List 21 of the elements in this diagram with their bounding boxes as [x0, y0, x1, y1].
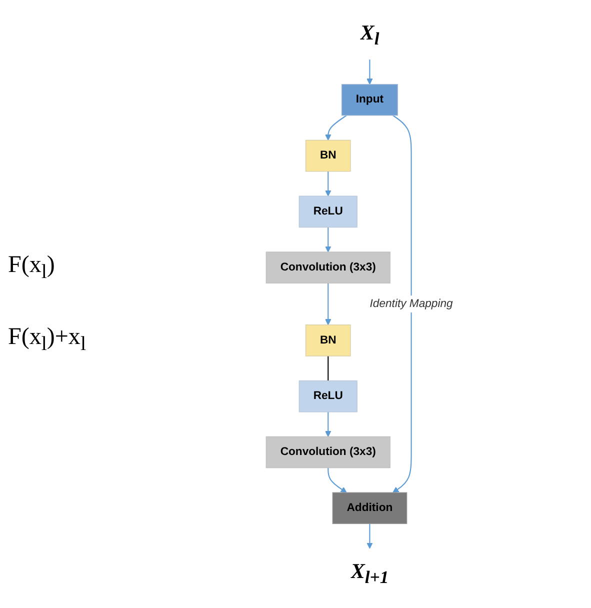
- arrow: [366, 524, 373, 549]
- arrow: [325, 227, 332, 252]
- node-box: ReLU: [298, 196, 358, 228]
- connector: [328, 356, 329, 381]
- node-box: BN: [305, 324, 351, 356]
- node-box: Addition: [332, 492, 408, 524]
- arrow: [325, 115, 347, 140]
- node-box: BN: [305, 140, 351, 172]
- arrow: [325, 412, 332, 437]
- node-box: ReLU: [298, 380, 358, 412]
- arrow: [325, 283, 332, 326]
- node-box: Convolution (3x3): [266, 252, 390, 284]
- node-box: Convolution (3x3): [266, 436, 390, 468]
- arrow: [325, 171, 332, 196]
- arrow: [392, 115, 412, 493]
- arrow: [328, 468, 347, 493]
- node-box: Input: [341, 84, 398, 116]
- formula-label: F(x$_{l}$): [8, 252, 56, 284]
- formula-label: F(x$_{l}$)+x$_{l}$: [8, 324, 87, 356]
- edge-label: Identity Mapping: [370, 298, 453, 310]
- arrow: [366, 60, 373, 85]
